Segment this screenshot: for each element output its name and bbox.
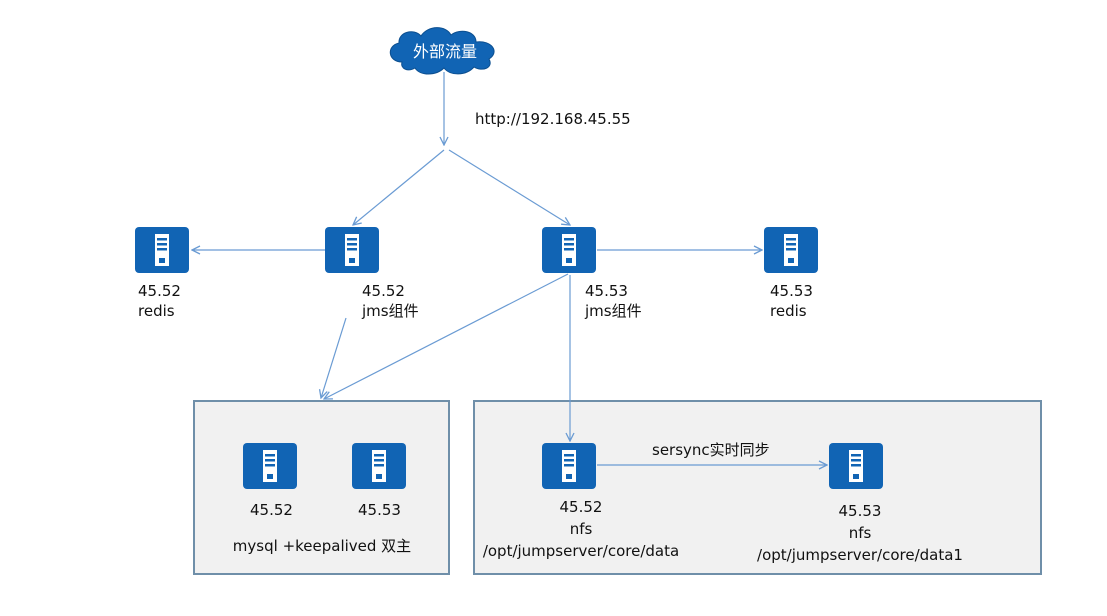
cloud-label: 外部流量 [412,42,478,61]
node-label-redis-52: 45.52 redis [138,281,181,321]
node-ip: 45.53 [585,282,628,300]
node-role: jms组件 [362,302,419,320]
node-role: nfs [848,524,872,542]
node-ip: 45.53 [838,502,882,520]
node-role: redis [138,302,175,320]
sync-edge-label: sersync实时同步 [652,441,770,459]
http-edge-label: http://192.168.45.55 [475,110,631,128]
mysql-group-box [193,400,450,575]
mysql-group-label: mysql +keepalived 双主 [232,537,412,555]
edge-split-to-jms-53 [448,149,570,225]
node-role: nfs [569,520,593,538]
node-role: jms组件 [585,302,642,320]
server-icon [243,443,297,489]
node-label-mysql-53: 45.53 [358,501,401,519]
node-role: redis [770,302,807,320]
node-label-nfs-52: 45.52 nfs /opt/jumpserver/core/data [483,496,679,562]
node-ip: 45.53 [770,282,813,300]
node-path: /opt/jumpserver/core/data [482,542,680,560]
node-label-jms-52: 45.52 jms组件 [362,281,419,321]
cloud-icon [389,27,495,75]
edge-split-to-jms-52 [353,149,445,225]
edge-jms-52-to-mysql [321,317,347,398]
server-icon [542,443,596,489]
node-ip: 45.52 [559,498,603,516]
node-label-mysql-52: 45.52 [250,501,293,519]
server-icon [135,227,189,273]
server-icon [542,227,596,273]
node-label-jms-53: 45.53 jms组件 [585,281,642,321]
node-ip: 45.52 [362,282,405,300]
server-icon [325,227,379,273]
node-label-nfs-53: 45.53 nfs /opt/jumpserver/core/data1 [757,500,963,566]
node-path: /opt/jumpserver/core/data1 [757,546,963,564]
node-label-redis-53: 45.53 redis [770,281,813,321]
server-icon [764,227,818,273]
node-ip: 45.52 [138,282,181,300]
edge-jms-53-to-mysql [324,273,569,399]
server-icon [352,443,406,489]
server-icon [829,443,883,489]
